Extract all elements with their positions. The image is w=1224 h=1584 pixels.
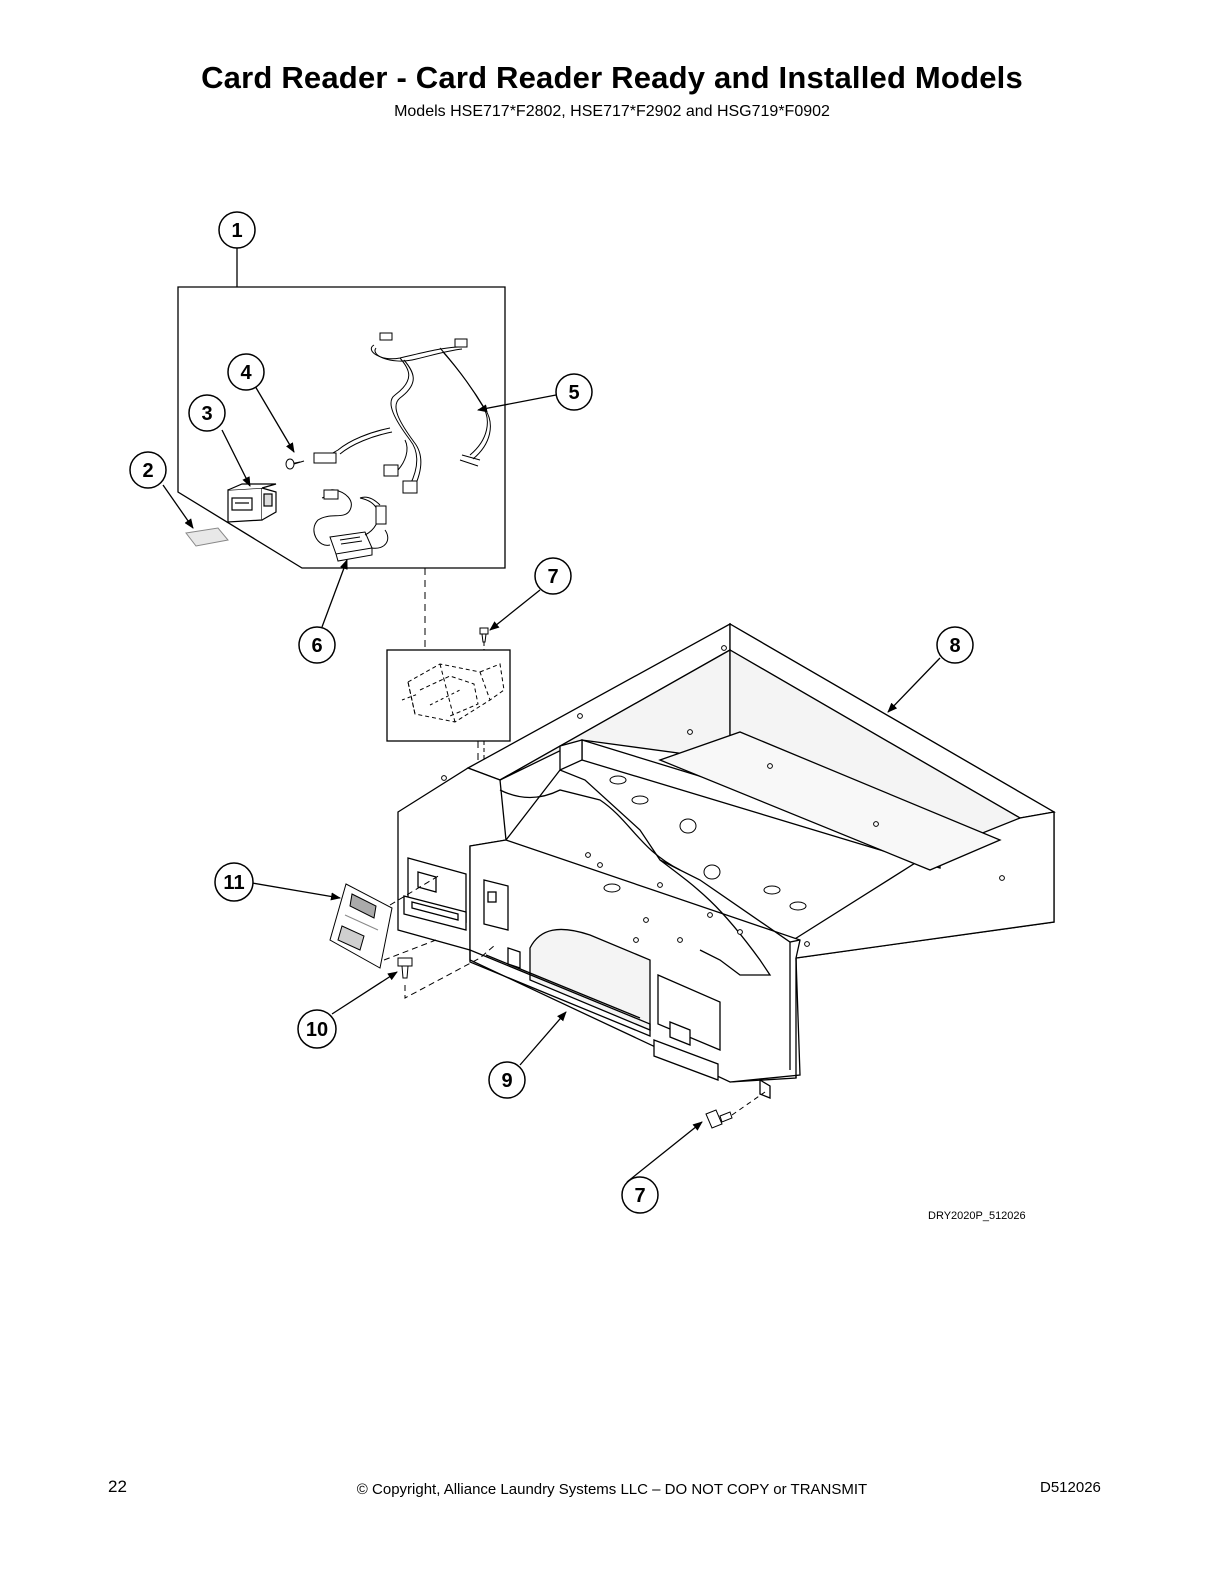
svg-text:9: 9 (501, 1070, 512, 1092)
svg-text:3: 3 (201, 403, 212, 425)
callout-8: 8 (936, 626, 974, 664)
callout-5: 5 (555, 373, 593, 411)
callout-2: 2 (129, 451, 167, 489)
base-cabinet (397, 622, 1056, 1099)
screw-part-7-bottom (705, 1109, 733, 1129)
svg-text:7: 7 (547, 566, 558, 588)
page-subtitle: Models HSE717*F2802, HSE717*F2902 and HS… (394, 103, 830, 120)
page-number: 22 (108, 1477, 127, 1496)
card-reader-module (227, 483, 277, 523)
cabinet-holes (441, 645, 1005, 947)
callout-7-top: 7 (534, 557, 572, 595)
callout-11: 11 (214, 862, 254, 902)
svg-text:2: 2 (142, 460, 153, 482)
screw-part-10 (397, 957, 413, 979)
card-reader-decal (329, 883, 393, 969)
callout-10: 10 (297, 1009, 337, 1049)
svg-text:10: 10 (306, 1019, 328, 1041)
callout-3: 3 (188, 394, 226, 432)
svg-text:7: 7 (634, 1185, 645, 1207)
card-reader-kit-box (177, 248, 506, 569)
card-part-2 (185, 527, 229, 547)
power-adapter (313, 489, 389, 562)
svg-text:4: 4 (240, 362, 252, 384)
document-number: D512026 (1040, 1479, 1101, 1496)
svg-text:6: 6 (311, 635, 322, 657)
drawing-code: DRY2020P_512026 (928, 1210, 1026, 1222)
svg-text:5: 5 (568, 382, 579, 404)
bracket-detail-inset (386, 649, 511, 742)
screw-part-7-top (479, 627, 489, 643)
page-title: Card Reader - Card Reader Ready and Inst… (201, 60, 1023, 95)
wiring-harness (289, 332, 491, 494)
callout-7-bottom: 7 (621, 1176, 659, 1214)
callout-9: 9 (488, 1061, 526, 1099)
callout-1: 1 (218, 211, 256, 249)
leader-lines (162, 385, 941, 1183)
callout-4: 4 (227, 353, 265, 391)
svg-text:8: 8 (949, 635, 960, 657)
svg-text:1: 1 (231, 220, 242, 242)
callout-6: 6 (298, 626, 336, 664)
copyright-notice: © Copyright, Alliance Laundry Systems LL… (356, 1481, 868, 1498)
svg-text:11: 11 (223, 872, 244, 894)
screw-part-4 (285, 458, 305, 470)
